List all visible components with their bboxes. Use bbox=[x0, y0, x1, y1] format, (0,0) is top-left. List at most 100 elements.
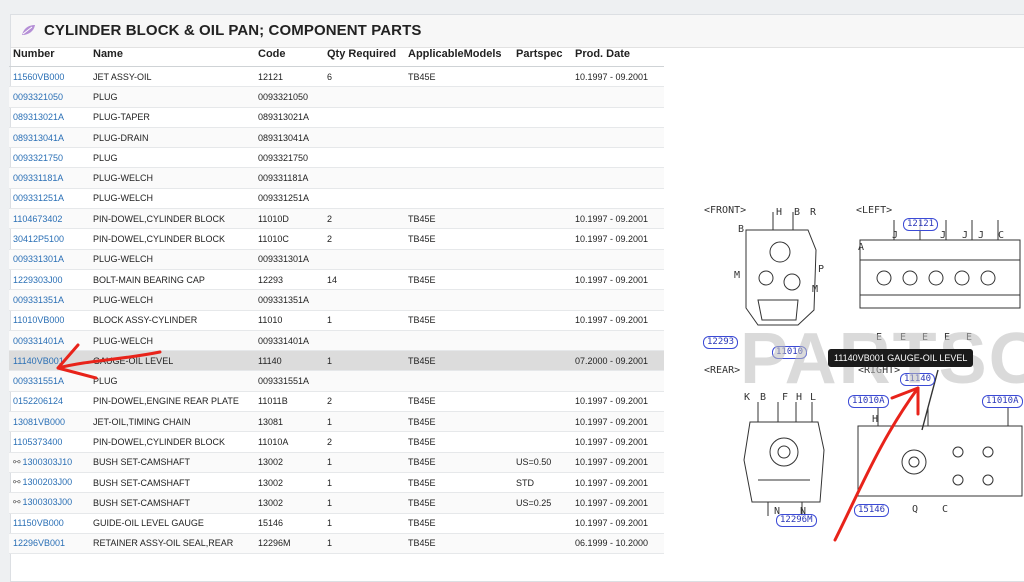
callout-12293[interactable]: 12293 bbox=[703, 336, 739, 349]
cell-name: PIN-DOWEL,CYLINDER BLOCK bbox=[89, 228, 254, 250]
cell-qty bbox=[323, 127, 404, 149]
cell-name: BUSH SET-CAMSHAFT bbox=[89, 452, 254, 473]
diagram-letter: J bbox=[962, 230, 969, 241]
leaf-icon bbox=[22, 25, 35, 35]
cell-code: 009331551A bbox=[254, 370, 323, 392]
column-header-prod-date[interactable]: Prod. Date bbox=[571, 42, 664, 67]
callout-11010a-right[interactable]: 11010A bbox=[982, 395, 1023, 408]
cell-name: PLUG bbox=[89, 370, 254, 392]
cell-code: 11010A bbox=[254, 431, 323, 453]
cell-prod-date: 10.1997 - 09.2001 bbox=[571, 310, 664, 331]
part-number-link[interactable]: 089313021A bbox=[13, 112, 65, 123]
part-number-link[interactable]: 009331251A bbox=[13, 193, 65, 204]
column-header-qty[interactable]: Qty Required bbox=[323, 42, 404, 67]
part-number-link[interactable]: 1300303J00 bbox=[22, 497, 73, 508]
cell-name: JET-OIL,TIMING CHAIN bbox=[89, 411, 254, 433]
part-number-link[interactable]: 11140VB001 bbox=[13, 355, 64, 366]
cell-code: 009331251A bbox=[254, 188, 323, 210]
part-number-link[interactable]: 0152206124 bbox=[13, 396, 64, 407]
cell-name: PIN-DOWEL,CYLINDER BLOCK bbox=[89, 431, 254, 453]
part-number-link[interactable]: 009331401A bbox=[13, 335, 65, 346]
cell-partspec bbox=[512, 411, 571, 433]
part-number-link[interactable]: 1300203J00 bbox=[22, 477, 73, 488]
cell-name: PLUG-WELCH bbox=[89, 188, 254, 210]
part-number-link[interactable]: 11150VB000 bbox=[13, 518, 64, 529]
cell-number: 13081VB000 bbox=[9, 411, 89, 433]
cell-partspec bbox=[512, 147, 571, 169]
part-number-link[interactable]: 1105373400 bbox=[13, 436, 63, 447]
part-number-link[interactable]: 1229303J00 bbox=[13, 274, 63, 285]
engine-diagram-drawing bbox=[743, 212, 1023, 516]
callout-11010[interactable]: 11010 bbox=[772, 346, 808, 359]
cell-prod-date: 10.1997 - 09.2001 bbox=[571, 228, 664, 250]
column-header-number[interactable]: Number bbox=[9, 42, 89, 67]
cell-partspec bbox=[512, 86, 571, 108]
column-header-partspec[interactable]: Partspec bbox=[512, 42, 571, 67]
view-label-rear: <REAR> bbox=[704, 365, 741, 376]
diagram-letter: K bbox=[744, 392, 751, 403]
cell-partspec bbox=[512, 330, 571, 352]
cell-number: 11560VB000 bbox=[9, 66, 89, 88]
cell-number: 0093321750 bbox=[9, 147, 89, 169]
callout-15146[interactable]: 15146 bbox=[854, 504, 890, 517]
part-number-link[interactable]: 009331181A bbox=[13, 173, 64, 184]
part-number-link[interactable]: 11010VB000 bbox=[13, 315, 65, 326]
part-number-link[interactable]: 009331301A bbox=[13, 254, 65, 265]
part-number-link[interactable]: 089313041A bbox=[13, 132, 65, 143]
part-number-link[interactable]: 0093321050 bbox=[13, 91, 64, 102]
callout-12121[interactable]: 12121 bbox=[903, 218, 939, 231]
part-number-link[interactable]: 009331551A bbox=[13, 376, 65, 387]
cell-code: 13002 bbox=[254, 492, 323, 514]
part-number-link[interactable]: 009331351A bbox=[13, 294, 65, 305]
cell-number: ⚯1300303J00 bbox=[9, 492, 89, 514]
view-label-front: <FRONT> bbox=[704, 205, 747, 216]
part-number-link[interactable]: 0093321750 bbox=[13, 152, 64, 163]
cell-name: BUSH SET-CAMSHAFT bbox=[89, 492, 254, 514]
cell-number: 1229303J00 bbox=[9, 269, 89, 291]
cell-number: 009331551A bbox=[9, 370, 89, 392]
cell-name: PLUG-WELCH bbox=[89, 330, 254, 352]
part-number-link[interactable]: 11560VB000 bbox=[13, 71, 65, 82]
part-tooltip: 11140VB001 GAUGE-OIL LEVEL bbox=[828, 349, 974, 367]
cell-qty bbox=[323, 370, 404, 392]
cell-code: 089313041A bbox=[254, 127, 323, 149]
column-header-models[interactable]: ApplicableModels bbox=[404, 42, 512, 67]
part-number-link[interactable]: 13081VB000 bbox=[13, 416, 66, 427]
cell-partspec bbox=[512, 350, 571, 372]
cell-number: 0152206124 bbox=[9, 391, 89, 413]
column-header-code[interactable]: Code bbox=[254, 42, 323, 67]
callout-12296m[interactable]: 12296M bbox=[776, 514, 817, 527]
callout-11140[interactable]: 11140 bbox=[900, 373, 936, 386]
part-number-link[interactable]: 30412P5100 bbox=[13, 234, 65, 245]
parts-table: Number Name Code Qty Required Applicable… bbox=[9, 42, 664, 555]
part-number-link[interactable]: 12296VB001 bbox=[13, 538, 66, 549]
column-header-name[interactable]: Name bbox=[89, 42, 254, 67]
part-number-link[interactable]: 1300303J10 bbox=[22, 456, 73, 467]
diagram-letter: R bbox=[810, 207, 817, 218]
part-number-link[interactable]: 1104673402 bbox=[13, 213, 63, 224]
